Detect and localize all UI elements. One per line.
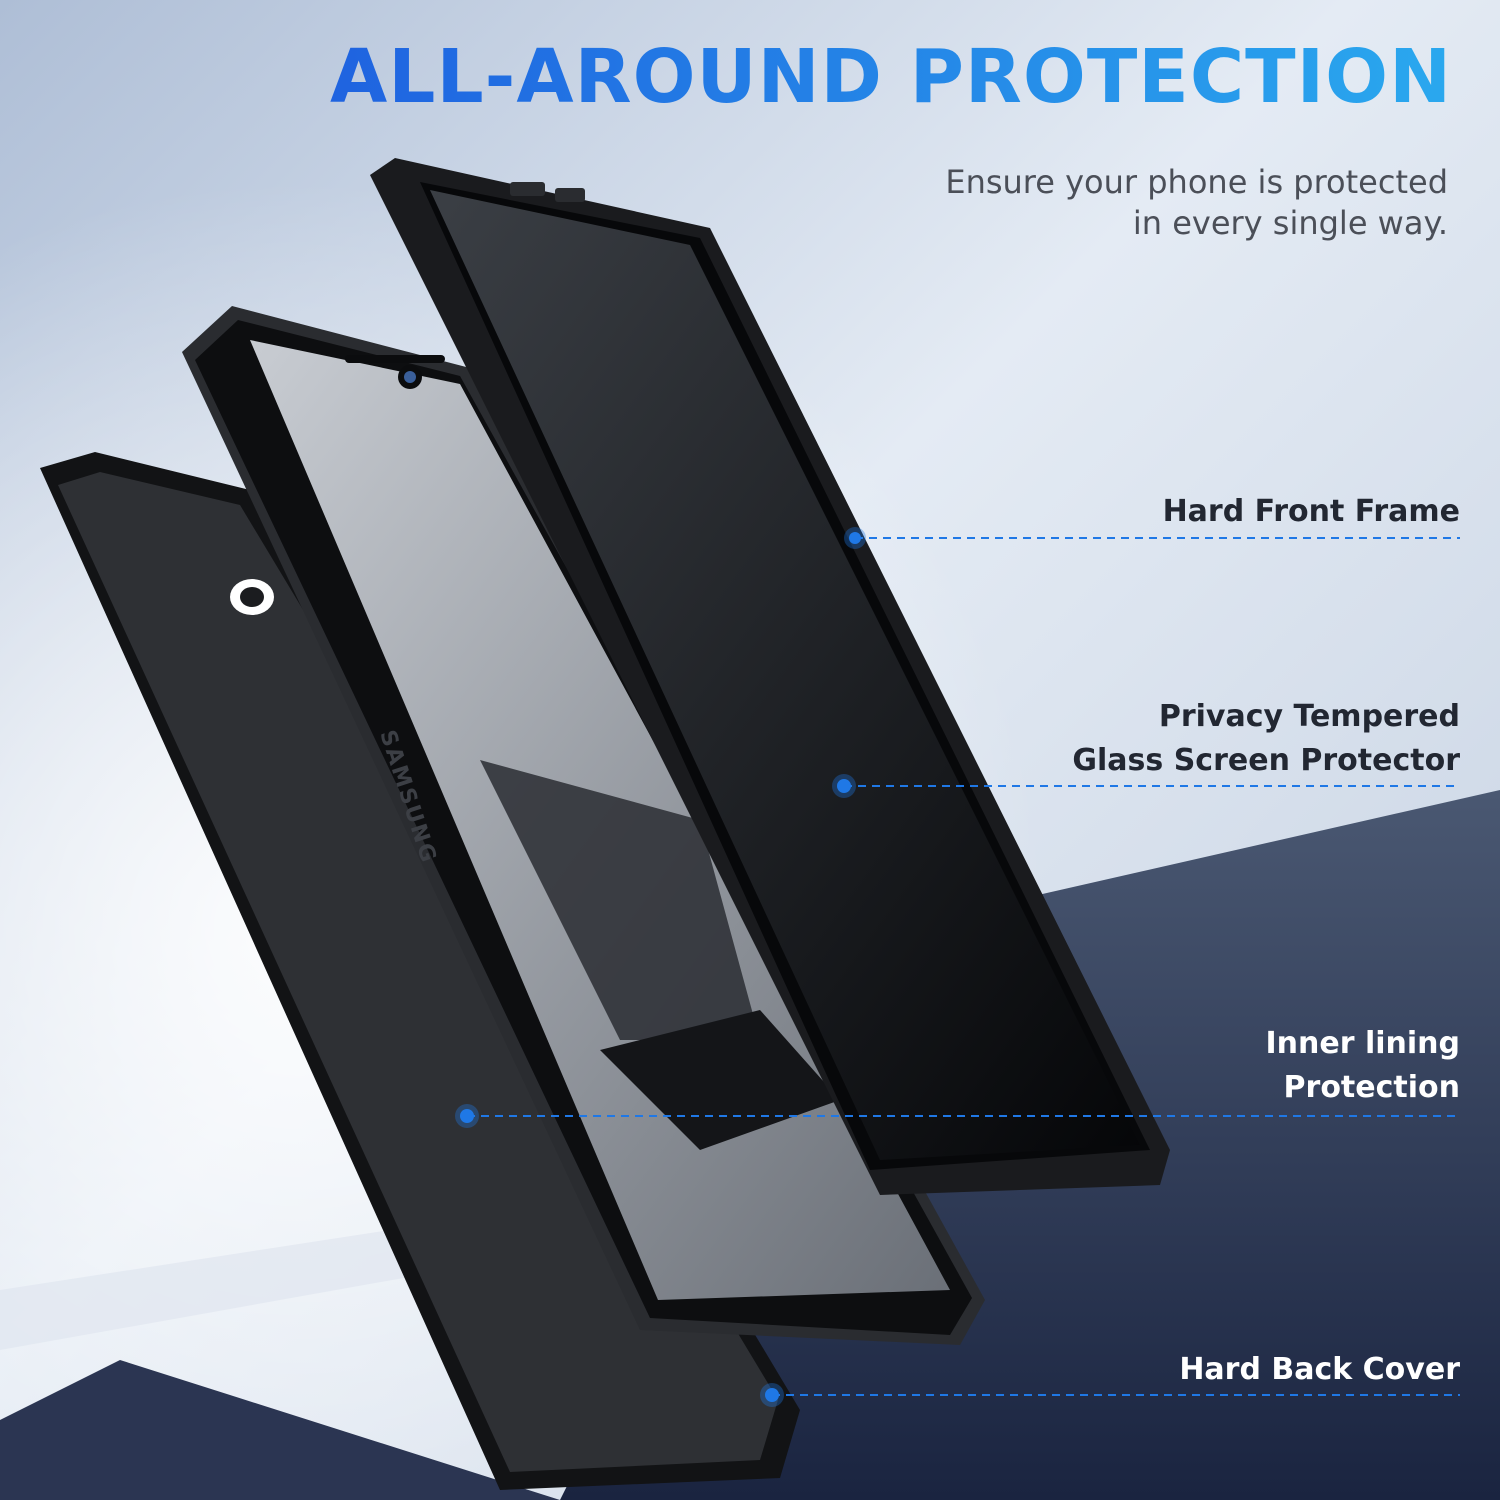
callout-dots <box>455 527 866 1407</box>
subtitle: Ensure your phone is protected in every … <box>808 162 1448 244</box>
callout-front-frame: Hard Front Frame <box>1163 490 1460 534</box>
back-cover-dot <box>765 1388 779 1402</box>
callout-back-cover: Hard Back Cover <box>1179 1348 1460 1392</box>
callout-screen-protector: Privacy Tempered Glass Screen Protector <box>1072 695 1460 783</box>
callout-inner-lining-line-2: Protection <box>1283 1070 1460 1105</box>
front-frame-dot <box>849 532 861 544</box>
front-frame <box>370 158 1170 1195</box>
subtitle-line-1: Ensure your phone is protected <box>945 163 1448 201</box>
subtitle-line-2: in every single way. <box>1132 204 1448 242</box>
phone-body <box>182 306 985 1345</box>
screen-protector-dot <box>837 779 851 793</box>
dark-panel-lower <box>0 1360 560 1500</box>
callout-screen-protector-line-2: Glass Screen Protector <box>1072 743 1460 778</box>
callout-screen-protector-line-1: Privacy Tempered <box>1158 699 1460 734</box>
callout-lines <box>467 537 1460 1396</box>
callout-inner-lining-line-1: Inner lining <box>1265 1026 1460 1061</box>
callout-back-cover-label: Hard Back Cover <box>1179 1352 1460 1387</box>
inner-lining-dot <box>460 1109 474 1123</box>
headline: ALL-AROUND PROTECTION <box>330 34 1452 120</box>
callout-front-frame-label: Hard Front Frame <box>1162 494 1460 529</box>
callout-inner-lining: Inner lining Protection <box>1265 1022 1460 1110</box>
